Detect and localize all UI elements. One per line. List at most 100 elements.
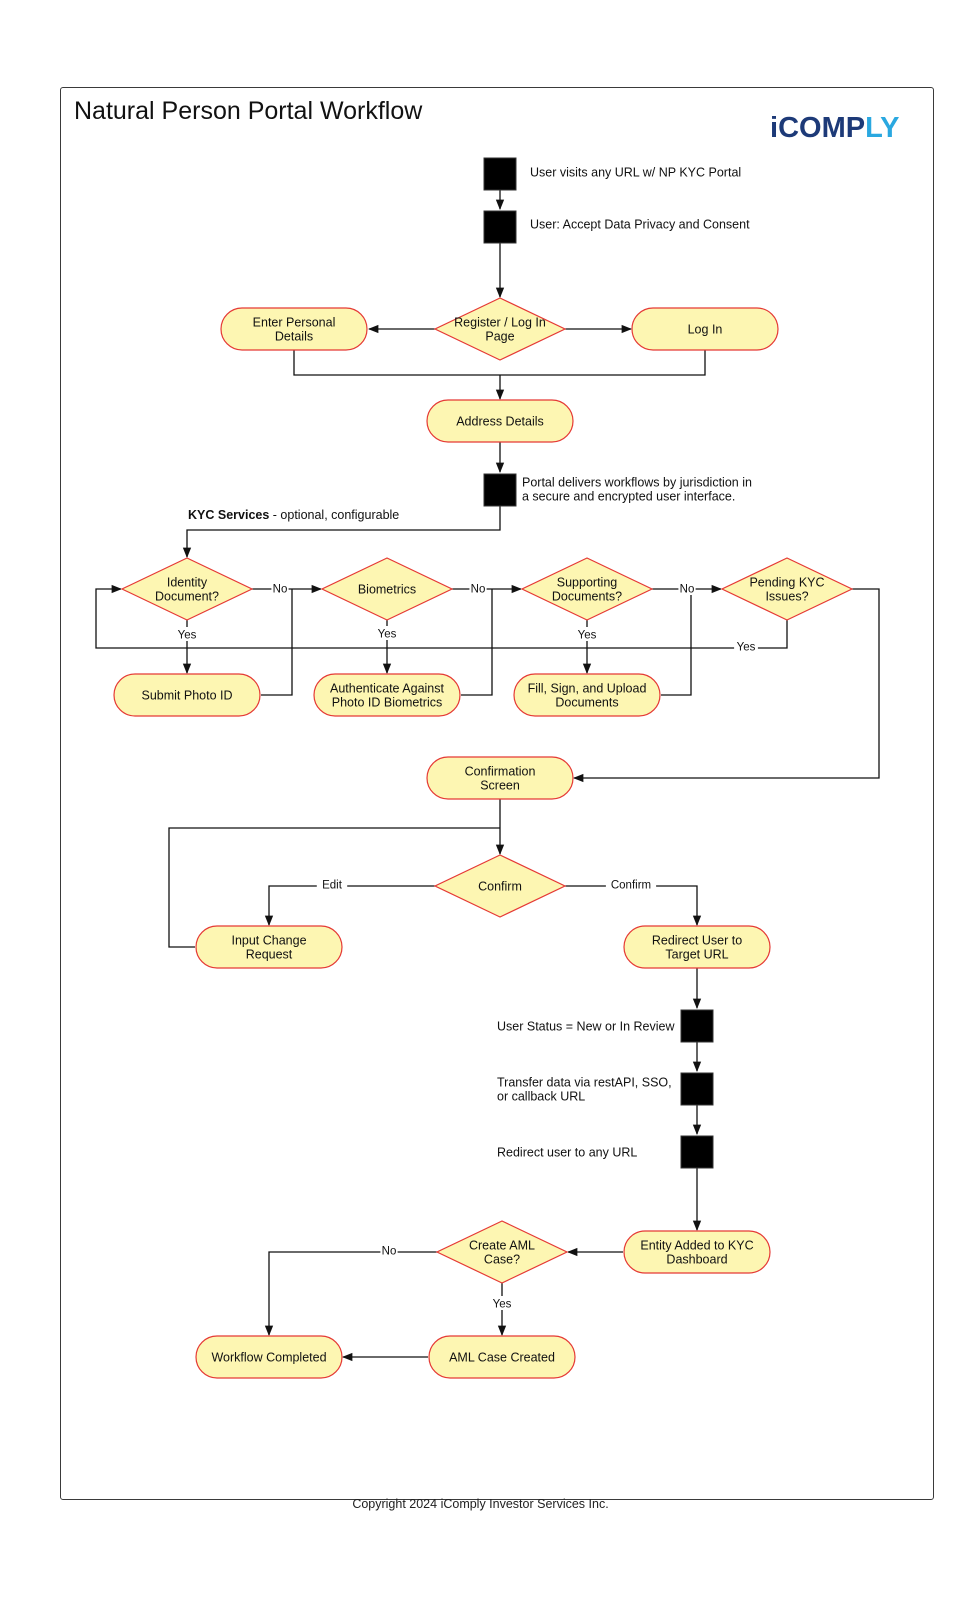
- diamond-shape: [720, 557, 854, 621]
- node-label-line: AML Case Created: [449, 1351, 555, 1365]
- kyc-services-bold: KYC Services: [188, 508, 269, 522]
- node-label-line: Documents?: [552, 590, 622, 604]
- node-confirm: Confirm: [433, 854, 567, 918]
- node-biometrics: Biometrics: [320, 557, 454, 621]
- node-label-line: Log In: [688, 323, 723, 337]
- node-label-line: Workflow Completed: [211, 1351, 326, 1365]
- pill-shape: [195, 925, 343, 969]
- pill-shape: [426, 756, 574, 800]
- label-biometrics-no: No: [471, 584, 486, 596]
- step-box-visit: [483, 157, 517, 191]
- pill-shape: [631, 307, 779, 351]
- node-label-line: Fill, Sign, and Upload: [528, 682, 647, 696]
- logo-text: iCOMPLY: [770, 112, 899, 142]
- page-title: Natural Person Portal Workflow: [74, 97, 423, 125]
- step-box-consent: [483, 210, 517, 244]
- node-label-line: Authenticate Against: [330, 682, 444, 696]
- label-layer: User visits any URL w/ NP KYC PortalUser…: [175, 166, 758, 1311]
- label-pending-yes-bg: [734, 639, 758, 653]
- edge-submit-return: [261, 589, 293, 696]
- note-user-status: User Status = New or In Review: [497, 1020, 675, 1034]
- pill-shape: [623, 925, 771, 969]
- note-line: Transfer data via restAPI, SSO,: [497, 1076, 672, 1090]
- label-supporting-yes: Yes: [578, 630, 597, 642]
- node-label-line: Identity: [167, 576, 208, 590]
- note-visit-url: User visits any URL w/ NP KYC Portal: [530, 166, 741, 180]
- label-supporting-no-bg: [678, 581, 696, 595]
- node-label-line: Issues?: [765, 590, 808, 604]
- copyright-notice: Copyright 2024 iComply Investor Services…: [352, 1497, 609, 1511]
- diamond-shape: [520, 557, 654, 621]
- diamond-shape: [433, 297, 567, 361]
- label-confirm: Confirm: [611, 880, 651, 892]
- node-label-line: Dashboard: [666, 1253, 727, 1267]
- edge-input-change-return: [168, 827, 500, 948]
- node-label-line: Enter Personal: [253, 316, 336, 330]
- step-box-transfer: [680, 1072, 714, 1106]
- label-identity-no: No: [273, 584, 288, 596]
- edge-confirm-edit: [264, 885, 435, 927]
- label-biometrics-yes-bg: [375, 626, 399, 640]
- node-label-line: Documents: [555, 696, 618, 710]
- label-identity-yes: Yes: [178, 630, 197, 642]
- note-line: User: Accept Data Privacy and Consent: [530, 218, 750, 232]
- node-aml-created: AML Case Created: [428, 1335, 576, 1379]
- node-submit-photo: Submit Photo ID: [113, 673, 261, 717]
- note-line: Redirect user to any URL: [497, 1146, 637, 1160]
- node-label-line: Confirm: [478, 880, 522, 894]
- label-identity-no-bg: [271, 581, 289, 595]
- diamond-shape: [435, 1220, 569, 1284]
- kyc-services-rest: - optional, configurable: [269, 508, 399, 522]
- kyc-services-note: KYC Services - optional, configurable: [188, 508, 399, 522]
- label-create-aml-no: No: [382, 1246, 397, 1258]
- note-line: Portal delivers workflows by jurisdictio…: [522, 476, 752, 490]
- node-label-line: Create AML: [469, 1239, 535, 1253]
- edge-portal-to-identity: [182, 504, 501, 559]
- node-label-line: Confirmation: [465, 765, 536, 779]
- label-supporting-no: No: [680, 584, 695, 596]
- step-box-redirect-any: [680, 1135, 714, 1169]
- node-label-line: Address Details: [456, 415, 544, 429]
- label-identity-yes-bg: [175, 627, 199, 641]
- node-label-line: Pending KYC: [749, 576, 824, 590]
- label-supporting-yes-bg: [575, 627, 599, 641]
- node-label-line: Entity Added to KYC: [640, 1239, 753, 1253]
- note-portal-delivers: Portal delivers workflows by jurisdictio…: [522, 476, 752, 504]
- node-label-line: Details: [275, 330, 313, 344]
- step-box-portal: [483, 473, 517, 507]
- pill-shape: [113, 673, 261, 717]
- pill-shape: [313, 673, 461, 717]
- node-address: Address Details: [426, 399, 574, 443]
- step-box-status: [680, 1009, 714, 1043]
- edge-confirm-confirm: [565, 885, 702, 927]
- node-workflow-completed: Workflow Completed: [195, 1335, 343, 1379]
- diamond-shape: [120, 557, 254, 621]
- pill-shape: [426, 399, 574, 443]
- label-biometrics-no-bg: [469, 581, 487, 595]
- node-label-line: Screen: [480, 779, 520, 793]
- label-edit: Edit: [322, 880, 343, 892]
- icomply-logo: iCOMPLY: [770, 112, 899, 142]
- node-label-line: Photo ID Biometrics: [332, 696, 442, 710]
- label-pending-yes: Yes: [737, 642, 756, 654]
- note-line: User Status = New or In Review: [497, 1020, 675, 1034]
- pill-shape: [195, 1335, 343, 1379]
- label-confirm-bg: [605, 877, 657, 891]
- node-log-in: Log In: [631, 307, 779, 351]
- note-line: a secure and encrypted user interface.: [522, 490, 735, 504]
- diamond-shape: [320, 557, 454, 621]
- note-line: User visits any URL w/ NP KYC Portal: [530, 166, 741, 180]
